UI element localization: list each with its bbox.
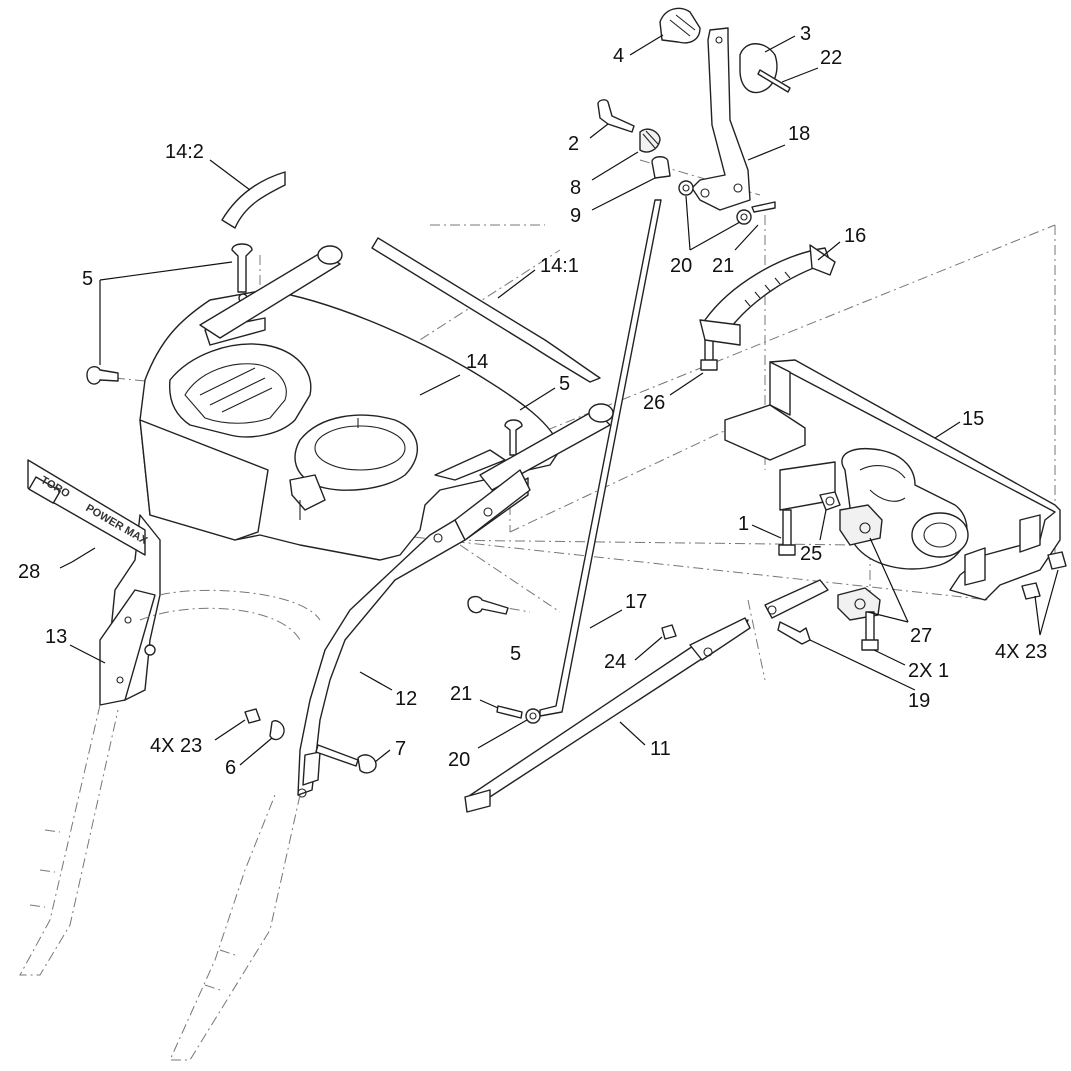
callout-25: 25: [800, 543, 822, 565]
callout-26: 26: [643, 392, 665, 414]
callout-21-upper: 21: [712, 255, 734, 277]
part-17-shift-rod: [539, 199, 662, 717]
part-27-clips: [837, 504, 883, 621]
callout-3: 3: [800, 23, 811, 45]
callout-labels: 14:2 5 14:1 14 5 4 3 22 2 18 8 9 20 21 1…: [18, 23, 1047, 779]
part-28-decal: TORO POWER MAX: [27, 459, 150, 556]
callout-13: 13: [45, 626, 67, 648]
callout-14-1: 14:1: [540, 255, 579, 277]
callout-16: 16: [844, 225, 866, 247]
callout-14-2: 14:2: [165, 141, 204, 163]
callout-8: 8: [570, 177, 581, 199]
part-5-bolts: [86, 243, 523, 615]
callout-5-lower: 5: [510, 643, 521, 665]
handle-grip-tubes: [199, 245, 614, 491]
part-14-1-seal-strip: [371, 237, 601, 383]
part-12-upper-handle: [297, 469, 531, 798]
callout-27: 27: [910, 625, 932, 647]
callout-4: 4: [613, 45, 624, 67]
part-18-shift-lever: [691, 27, 751, 211]
lower-hardware: [496, 624, 677, 724]
callout-22: 22: [820, 47, 842, 69]
callout-21-lower: 21: [450, 683, 472, 705]
callout-17: 17: [625, 591, 647, 613]
part-14-control-panel: [139, 289, 561, 561]
part-16-shift-quadrant: [699, 244, 836, 346]
part-4-knob: [659, 7, 701, 44]
callout-12: 12: [395, 688, 417, 710]
callout-9: 9: [570, 205, 581, 227]
handle-knob-hardware: [244, 708, 377, 774]
callout-7: 7: [395, 738, 406, 760]
callout-20-upper: 20: [670, 255, 692, 277]
lower-handle-phantom: [19, 589, 321, 1061]
callout-19: 19: [908, 690, 930, 712]
callout-14: 14: [466, 351, 488, 373]
frame-fasteners: [700, 329, 1067, 651]
callout-5-upper-right: 5: [559, 373, 570, 395]
callout-2-upper: 2: [568, 133, 579, 155]
part-13-left-handle: [99, 514, 161, 706]
pivot-hardware: [597, 99, 776, 225]
callout-28: 28: [18, 561, 40, 583]
callout-2x-1: 2X 1: [908, 660, 949, 682]
leader-lines: [59, 34, 1059, 766]
callout-18: 18: [788, 123, 810, 145]
part-19-link: [764, 579, 829, 645]
callout-5-upper-left: 5: [82, 268, 93, 290]
callout-6: 6: [225, 757, 236, 779]
callout-15: 15: [962, 408, 984, 430]
part-22-screw: [757, 69, 791, 93]
part-11-control-rod: [464, 617, 751, 813]
part-3-knob: [739, 43, 778, 94]
callout-4x-23-left: 4X 23: [150, 735, 202, 757]
part-14-2-trim: [221, 171, 286, 229]
callout-4x-23-right: 4X 23: [995, 641, 1047, 663]
callout-1: 1: [738, 513, 749, 535]
callout-11: 11: [650, 738, 671, 760]
callout-20-lower: 20: [448, 749, 470, 771]
callout-24: 24: [604, 651, 626, 673]
